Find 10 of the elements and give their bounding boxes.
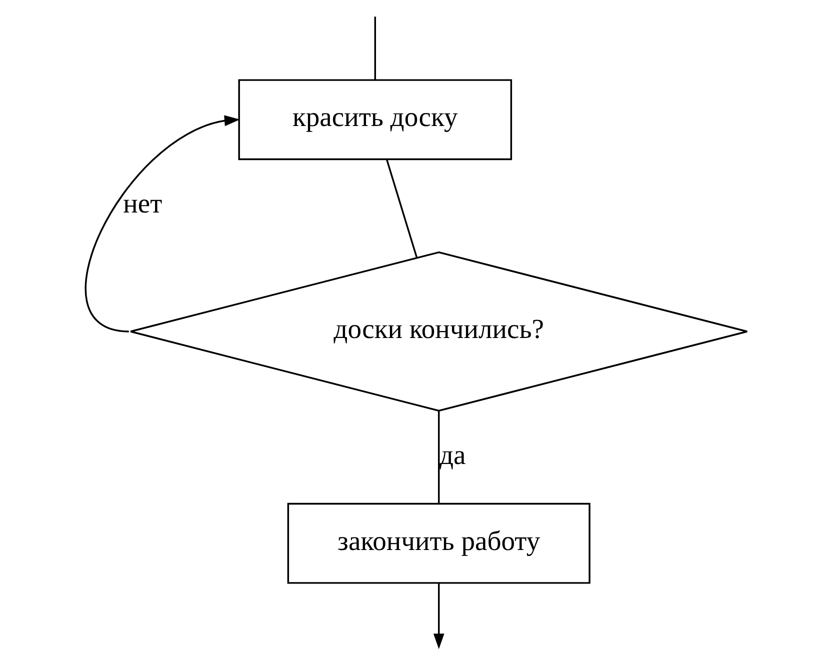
connector [374,16,376,80]
node-box: закончить работу [286,502,590,584]
node-diamond: доски кончились? [129,251,748,412]
arrow [84,115,240,332]
edge-label: да [439,438,466,470]
node-box: красить доску [238,79,512,160]
connector [386,159,417,258]
arrow [432,583,444,650]
connector [438,410,440,504]
edge-label: нет [122,187,162,218]
